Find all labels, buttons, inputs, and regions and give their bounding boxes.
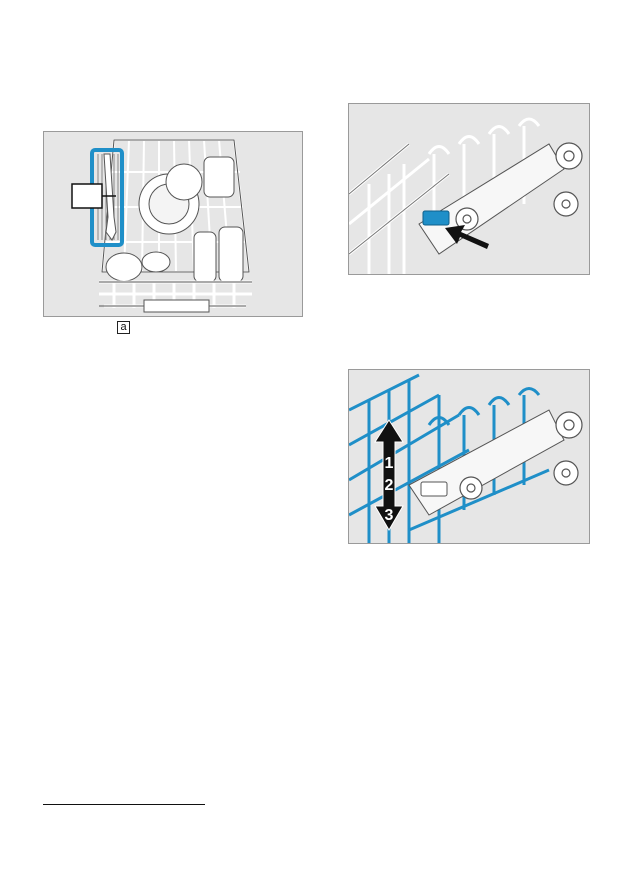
rack-release-button-illustration [348, 103, 590, 275]
rack-level-1: 1 [385, 455, 394, 472]
rack-height-drawing: 1 2 3 [349, 370, 589, 543]
rack-level-2: 2 [385, 477, 394, 494]
footnote-divider [43, 804, 205, 805]
cutlery-basket-illustration [43, 131, 303, 317]
dish-rack-drawing [44, 132, 302, 316]
figure-label-a: a [117, 321, 130, 334]
rack-button-drawing [349, 104, 589, 274]
rack-height-adjustment-illustration: 1 2 3 [348, 369, 590, 544]
rack-level-3: 3 [385, 507, 394, 524]
